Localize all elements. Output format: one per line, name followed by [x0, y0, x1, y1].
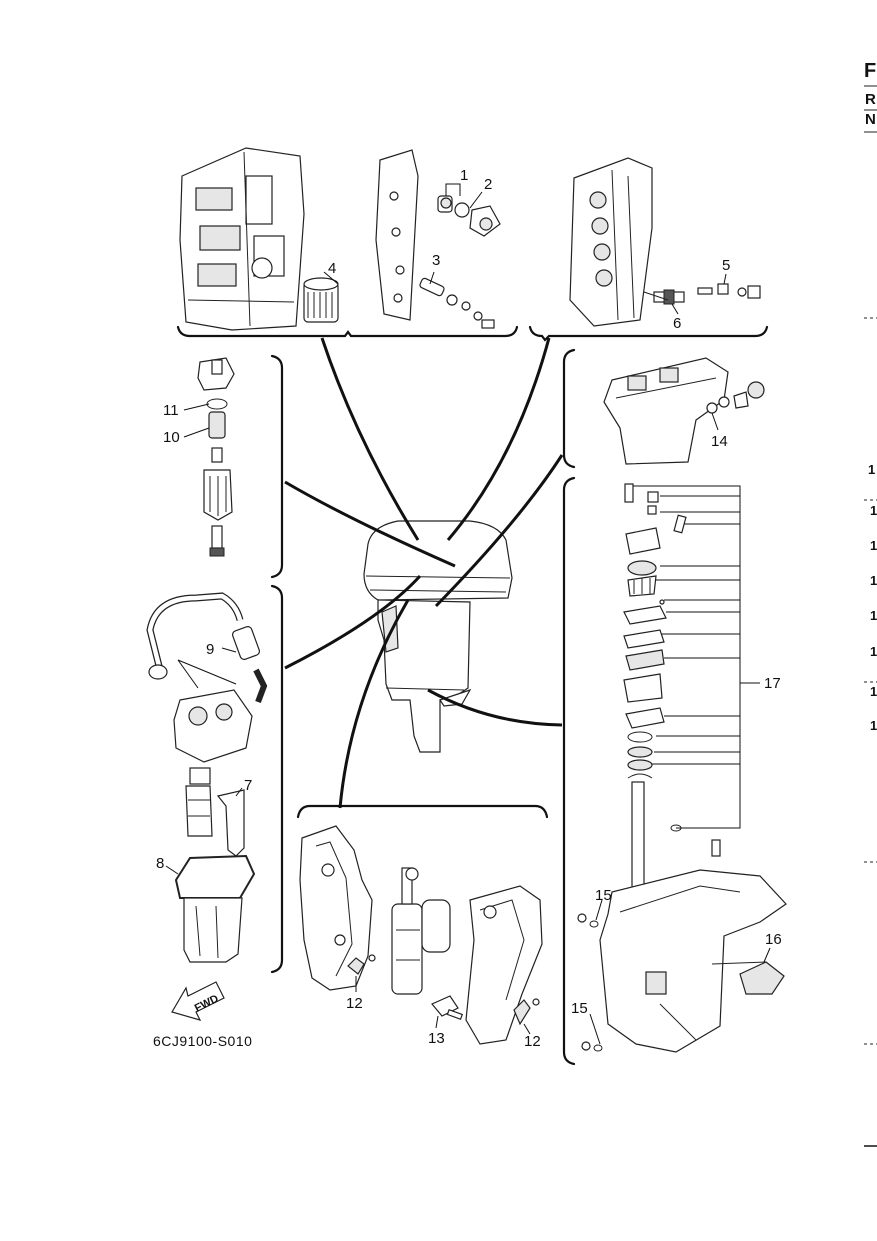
callout-6: 6 — [673, 315, 681, 332]
edge-line2-char: N — [865, 111, 876, 128]
trim-anode-part-13 — [431, 995, 464, 1029]
anode-part-5 — [697, 273, 761, 299]
edge-row-4: 1 — [870, 573, 877, 588]
callout-11: 11 — [163, 402, 179, 419]
fuel-pump-filter-part — [216, 787, 245, 857]
callout-9: 9 — [206, 641, 214, 658]
anode-part-12a — [347, 954, 376, 992]
edge-row-6: 1 — [870, 644, 877, 659]
float-chamber-gasket-part — [165, 854, 256, 963]
callout-8: 8 — [156, 855, 164, 872]
forward-direction-icon: FWD — [171, 981, 225, 1021]
clamp-bracket-illustration — [465, 885, 543, 1045]
callout-5: 5 — [722, 257, 730, 274]
water-pump-parts-stack — [623, 483, 760, 893]
oil-filter-part — [303, 271, 339, 323]
panel-leader-lines — [284, 337, 564, 809]
edge-row-1: 1 — [868, 462, 875, 477]
exhaust-cover-illustration — [375, 149, 419, 321]
outboard-motor-overview — [363, 520, 513, 753]
callout-17: 17 — [764, 675, 781, 692]
drain-screw-part-15b — [581, 1013, 603, 1052]
edge-row-7: 1 — [870, 684, 877, 699]
trim-unit-illustration — [391, 867, 451, 995]
edge-title-char: F — [864, 60, 876, 82]
callout-4: 4 — [328, 260, 336, 277]
callout-12b: 12 — [524, 1033, 541, 1050]
anode-part-12b — [513, 998, 540, 1035]
edge-line1-char: R — [865, 91, 876, 108]
water-sensor-part — [706, 381, 765, 431]
callout-15a: 15 — [595, 887, 612, 904]
swivel-bracket-illustration — [299, 825, 373, 991]
edge-row-3: 1 — [870, 538, 877, 553]
callout-1: 1 — [460, 167, 468, 184]
trim-tab-anode-part-16 — [739, 947, 785, 995]
fuel-hose-routing — [146, 592, 268, 704]
bottom-cowling-illustration — [603, 357, 729, 465]
edge-row-2: 1 — [870, 503, 877, 518]
right-page-edge: F R N 1 1 1 1 1 1 1 1 — [864, 60, 877, 1147]
callout-14: 14 — [711, 433, 728, 450]
vapor-separator-assembly — [173, 689, 253, 837]
callout-7: 7 — [244, 777, 252, 794]
panel-brackets — [176, 325, 769, 1066]
figure-code: 6CJ9100-S010 — [153, 1033, 252, 1049]
callout-16: 16 — [765, 931, 782, 948]
lower-unit-illustration — [599, 869, 787, 1053]
thermostat-cover-part — [454, 202, 501, 237]
edge-row-8: 1 — [870, 718, 877, 733]
spark-plug-part — [643, 289, 685, 315]
callout-15b: 15 — [571, 1000, 588, 1017]
edge-row-5: 1 — [870, 608, 877, 623]
thermostat-part — [437, 195, 453, 213]
anode-part-3 — [419, 277, 495, 329]
callout-13: 13 — [428, 1030, 445, 1047]
drain-screw-part-15a — [577, 899, 603, 928]
cylinder-block-illustration — [179, 147, 305, 331]
callout-2: 2 — [484, 176, 492, 193]
fuel-filter-assembly — [197, 357, 235, 557]
cylinder-head-illustration — [569, 157, 653, 327]
callout-10: 10 — [163, 429, 180, 446]
callout-12a: 12 — [346, 995, 363, 1012]
callout-3: 3 — [432, 252, 440, 269]
